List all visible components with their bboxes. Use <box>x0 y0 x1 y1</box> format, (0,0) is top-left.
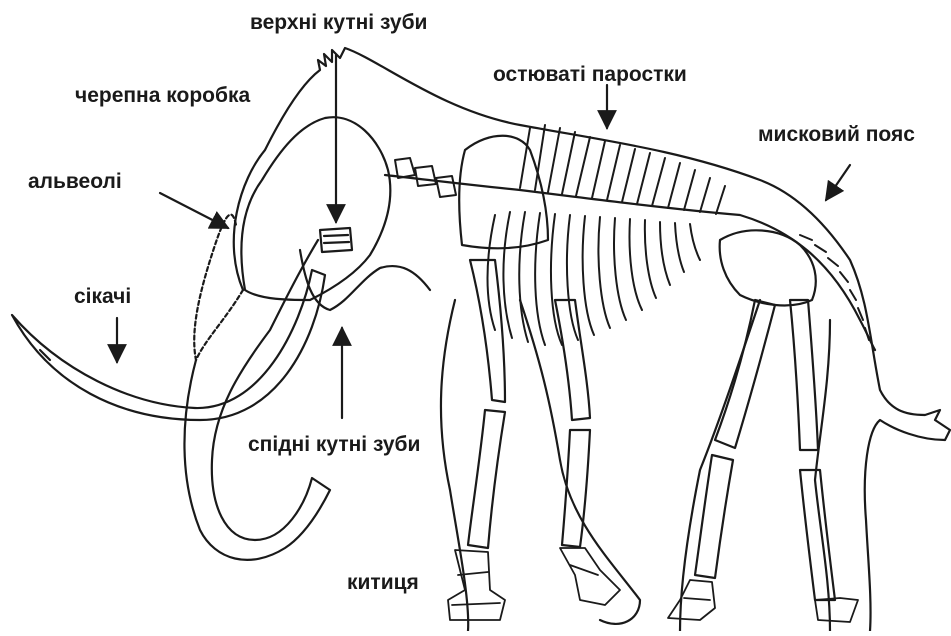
ribs <box>488 212 701 345</box>
pelvis <box>720 230 816 305</box>
spinous-processes <box>520 125 725 214</box>
label-lower-molars: спідні кутні зуби <box>248 434 420 455</box>
neck-vertebrae <box>395 158 456 197</box>
label-spinous-processes: остюваті паростки <box>493 64 687 85</box>
hind-leg-right-bones <box>790 300 835 600</box>
front-foot-left <box>448 550 505 620</box>
front-leg-right-bones <box>555 300 590 547</box>
pelvic-girdle-arrow <box>826 165 850 200</box>
alveoli-arrow <box>160 193 228 228</box>
molar-block <box>320 228 352 252</box>
hind-foot-right <box>815 598 858 622</box>
label-alveoli: альвеолі <box>28 171 122 192</box>
tibia <box>695 455 733 578</box>
tusk <box>12 270 325 420</box>
front-foot-right <box>560 548 620 605</box>
label-tail-tuft: китиця <box>347 572 419 593</box>
radius-ulna <box>468 410 505 548</box>
hind-foot-left <box>668 580 715 620</box>
femur <box>715 300 775 448</box>
left-ear-edge <box>194 215 243 360</box>
label-incisors: сікачі <box>74 286 131 307</box>
label-upper-molars: верхні кутні зуби <box>250 12 427 33</box>
label-cranium: черепна коробка <box>75 85 250 106</box>
label-pelvic-girdle: мисковий пояс <box>758 124 915 145</box>
